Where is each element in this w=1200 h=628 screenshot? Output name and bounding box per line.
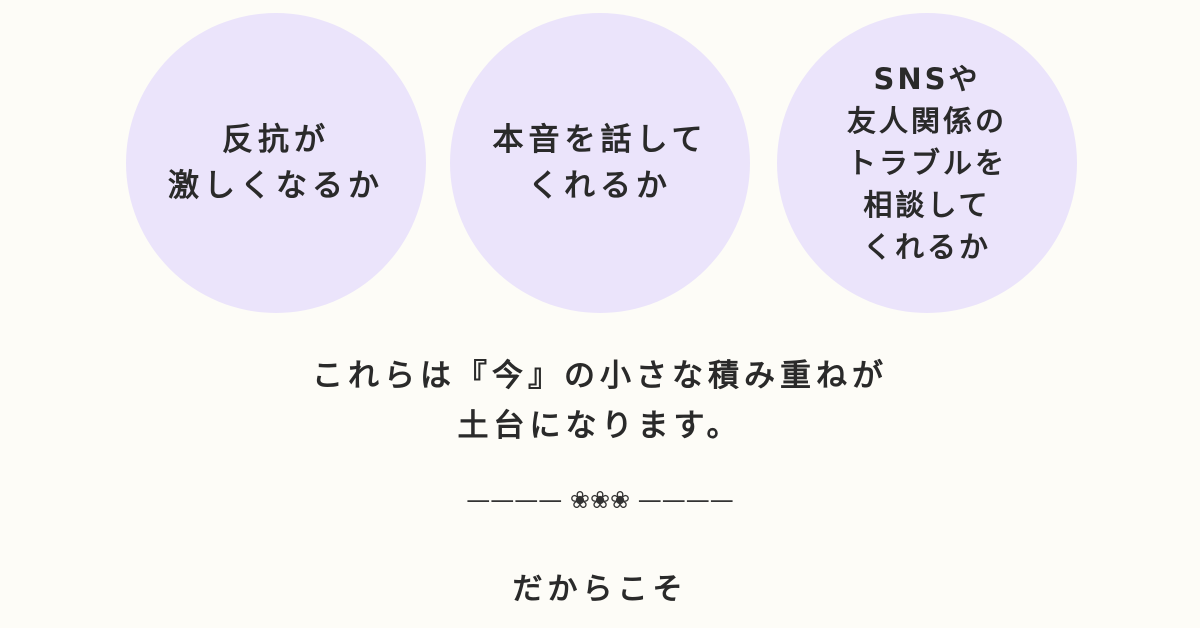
- topic-circle-sns-trouble: SNSや 友人関係の トラブルを 相談して くれるか: [777, 13, 1077, 313]
- closing-text: だからこそ: [512, 572, 688, 607]
- topic-circle-rebellion: 反抗が 激しくなるか: [126, 13, 426, 313]
- main-message: これらは『今』の小さな積み重ねが 土台になります。: [312, 358, 888, 444]
- topic-circle-honesty: 本音を話して くれるか: [450, 13, 750, 313]
- flower-divider: ———— ❀❀❀ ————: [466, 486, 734, 514]
